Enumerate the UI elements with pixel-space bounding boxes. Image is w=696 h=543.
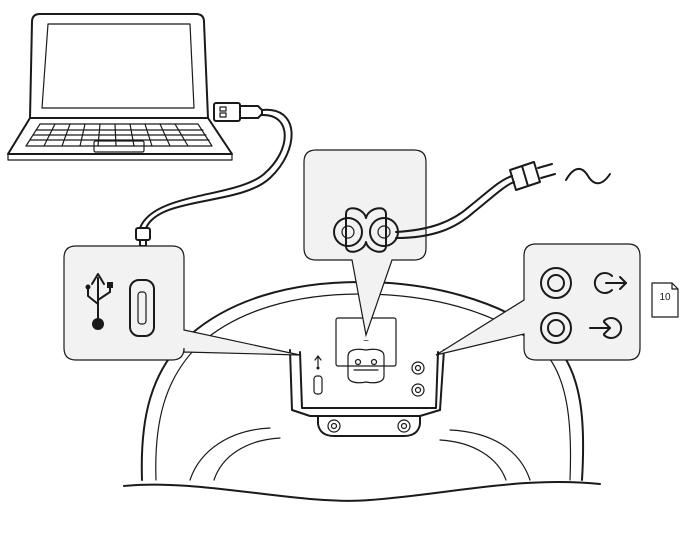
audio-input-icon (589, 317, 623, 339)
micro-usb-plug (135, 227, 151, 247)
micro-usb-port (129, 279, 155, 337)
panel-audio-jacks (411, 361, 425, 397)
speaker-connector-panel: ~ (289, 317, 445, 437)
power-callout (303, 149, 427, 338)
usb-a-plug (213, 102, 263, 122)
audio-output-icon (593, 272, 627, 294)
svg-text:~: ~ (363, 336, 369, 347)
usb-callout (63, 245, 301, 361)
trackpad (93, 140, 145, 153)
panel-usb-port (313, 355, 323, 395)
page-number: 10 (659, 292, 671, 303)
power-plug (509, 161, 556, 191)
usb-icon (85, 273, 113, 330)
audio-callout (435, 243, 641, 361)
ac-power-icon (565, 168, 611, 185)
page-tag-shape (651, 282, 679, 318)
audio-input-jack (540, 312, 572, 344)
panel-power-inlet: ~ (347, 336, 385, 384)
laptop (7, 13, 233, 161)
power-cable (395, 175, 515, 239)
audio-output-jack (540, 267, 572, 299)
laptop-keyboard (25, 123, 213, 147)
usb-cable (139, 108, 293, 229)
